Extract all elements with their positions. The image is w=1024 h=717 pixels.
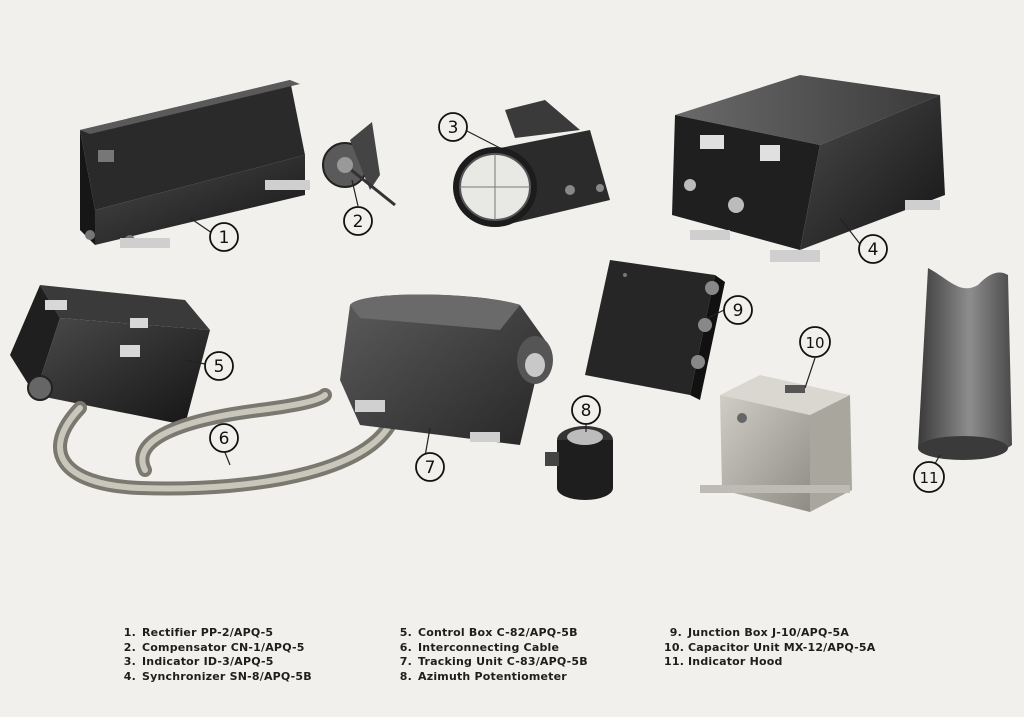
junction-box xyxy=(585,260,725,400)
legend-item: 9.Junction Box J-10/APQ-5A xyxy=(669,626,850,639)
legend-item: 5.Control Box C-82/APQ-5B xyxy=(399,626,578,639)
legend-column-3: 9.Junction Box J-10/APQ-5A 10.Capacitor … xyxy=(664,626,875,670)
callout-5: 5 xyxy=(204,351,234,381)
capacitor-unit xyxy=(700,375,852,512)
synchronizer-unit xyxy=(672,75,945,262)
svg-text:10: 10 xyxy=(805,334,824,352)
legend-item: 2.Compensator CN-1/APQ-5 xyxy=(123,640,305,654)
callout-6: 6 xyxy=(209,423,239,453)
indicator-hood xyxy=(918,268,1012,460)
interconnecting-cable xyxy=(53,388,402,496)
svg-text:1: 1 xyxy=(219,228,230,248)
legend-item: 8.Azimuth Potentiometer xyxy=(399,669,567,683)
compensator-unit xyxy=(322,122,396,207)
tracking-unit xyxy=(340,294,553,445)
callout-11: 11 xyxy=(913,461,945,493)
svg-text:7: 7 xyxy=(425,458,436,478)
legend-item: 4.Synchronizer SN-8/APQ-5B xyxy=(123,669,312,683)
rectifier-unit xyxy=(80,80,310,248)
callout-2: 2 xyxy=(343,206,373,236)
legend-column-2: 5.Control Box C-82/APQ-5B 6.Interconnect… xyxy=(394,626,588,684)
svg-text:3: 3 xyxy=(448,118,459,138)
control-box-unit xyxy=(10,285,210,425)
svg-text:5: 5 xyxy=(214,357,225,377)
svg-text:2: 2 xyxy=(353,212,364,232)
parts-legend: 1.Rectifier PP-2/APQ-5 2.Compensator CN-… xyxy=(0,626,1024,706)
callout-10: 10 xyxy=(799,326,831,358)
svg-text:8: 8 xyxy=(581,401,592,421)
azimuth-potentiometer xyxy=(545,426,613,500)
callout-4: 4 xyxy=(858,234,888,264)
legend-item: 3.Indicator ID-3/APQ-5 xyxy=(123,655,274,668)
svg-text:6: 6 xyxy=(219,429,230,449)
legend-item: 11.Indicator Hood xyxy=(664,655,783,668)
legend-item: 10.Capacitor Unit MX-12/APQ-5A xyxy=(664,640,876,654)
callout-8: 8 xyxy=(571,395,601,425)
svg-text:4: 4 xyxy=(868,240,879,260)
callout-9: 9 xyxy=(723,295,753,325)
legend-item: 1.Rectifier PP-2/APQ-5 xyxy=(123,626,274,639)
svg-text:9: 9 xyxy=(733,301,744,321)
callout-7: 7 xyxy=(415,452,445,482)
legend-column-1: 1.Rectifier PP-2/APQ-5 2.Compensator CN-… xyxy=(118,626,312,684)
indicator-unit xyxy=(453,100,610,227)
legend-item: 7.Tracking Unit C-83/APQ-5B xyxy=(399,655,588,668)
svg-text:11: 11 xyxy=(919,469,938,487)
legend-item: 6.Interconnecting Cable xyxy=(399,640,560,654)
equipment-figure: 1 2 3 4 5 6 7 8 9 10 11 xyxy=(10,75,1012,512)
callout-1: 1 xyxy=(209,222,239,252)
callout-3: 3 xyxy=(438,112,468,142)
